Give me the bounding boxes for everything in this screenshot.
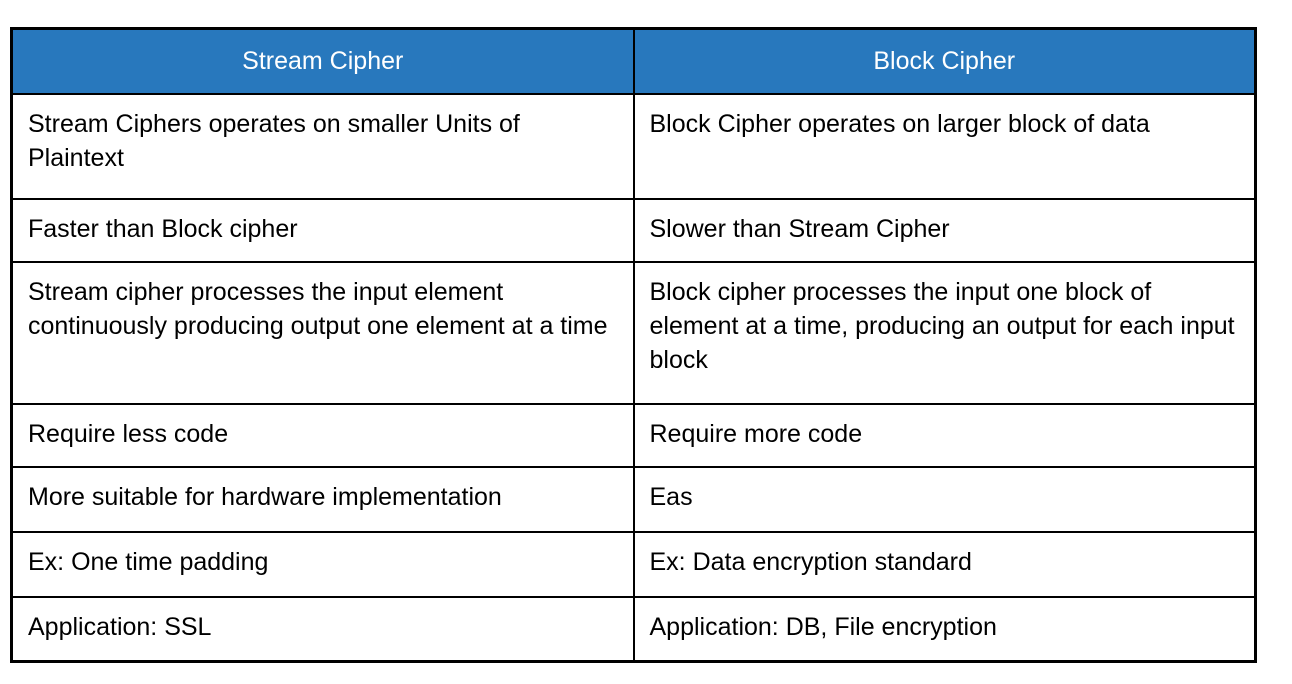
table-cell-stream: More suitable for hardware implementatio… (10, 465, 635, 533)
comparison-table-container: Stream Cipher Block Cipher Stream Cipher… (10, 27, 1257, 663)
table-row: Stream cipher processes the input elemen… (10, 260, 1257, 405)
table-cell-stream: Stream cipher processes the input elemen… (10, 260, 635, 405)
table-row: Require less code Require more code (10, 402, 1257, 468)
table-cell-block: Application: DB, File encryption (632, 595, 1257, 663)
table-header: Stream Cipher Block Cipher (10, 27, 1257, 95)
table-row: Stream Ciphers operates on smaller Units… (10, 92, 1257, 200)
table-cell-block: Eas (632, 465, 1257, 533)
table-cell-block: Require more code (632, 402, 1257, 468)
table-cell-block: Block cipher processes the input one blo… (632, 260, 1257, 405)
table-cell-block: Ex: Data encryption standard (632, 530, 1257, 598)
column-header-stream-cipher: Stream Cipher (10, 27, 635, 95)
table-body: Stream Ciphers operates on smaller Units… (10, 92, 1257, 663)
table-cell-stream: Application: SSL (10, 595, 635, 663)
table-cell-stream: Require less code (10, 402, 635, 468)
table-cell-stream: Faster than Block cipher (10, 197, 635, 263)
table-cell-block: Block Cipher operates on larger block of… (632, 92, 1257, 200)
table-cell-stream: Stream Ciphers operates on smaller Units… (10, 92, 635, 200)
stream-vs-block-cipher-table: Stream Cipher Block Cipher Stream Cipher… (10, 27, 1257, 663)
column-header-block-cipher: Block Cipher (632, 27, 1257, 95)
table-cell-stream: Ex: One time padding (10, 530, 635, 598)
table-row: More suitable for hardware implementatio… (10, 465, 1257, 533)
table-row: Faster than Block cipher Slower than Str… (10, 197, 1257, 263)
table-cell-block: Slower than Stream Cipher (632, 197, 1257, 263)
table-row: Application: SSL Application: DB, File e… (10, 595, 1257, 663)
header-row: Stream Cipher Block Cipher (10, 27, 1257, 95)
table-row: Ex: One time padding Ex: Data encryption… (10, 530, 1257, 598)
